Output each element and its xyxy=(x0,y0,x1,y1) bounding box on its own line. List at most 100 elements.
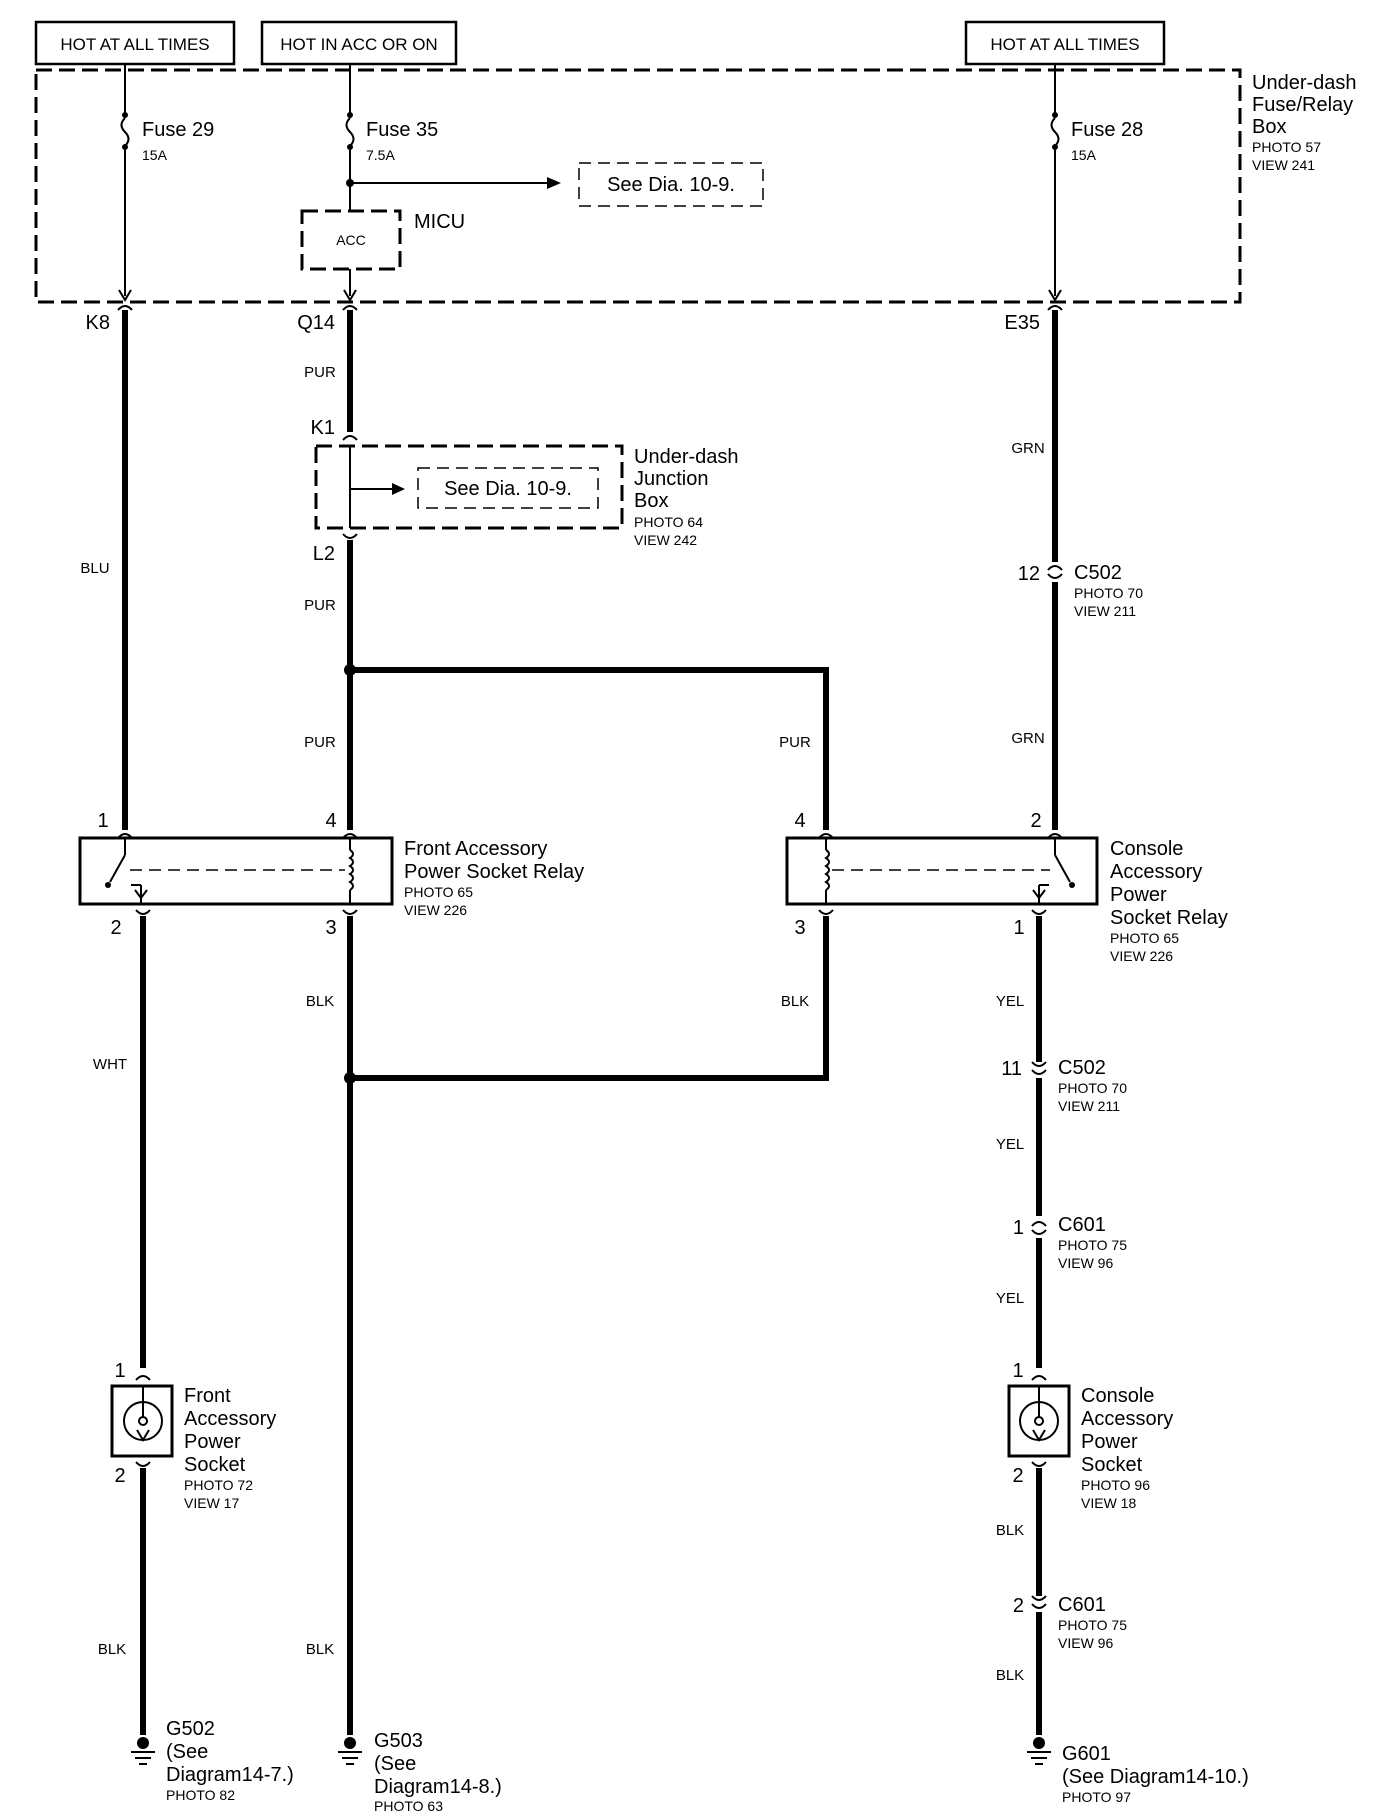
wire-label-wht: WHT xyxy=(93,1056,127,1073)
svg-text:PHOTO 96: PHOTO 96 xyxy=(1081,1477,1150,1493)
svg-text:2: 2 xyxy=(110,917,121,939)
fuse-28: Fuse 28 15A xyxy=(1048,70,1143,302)
svg-text:G601: G601 xyxy=(1062,1743,1111,1765)
svg-text:PHOTO 72: PHOTO 72 xyxy=(184,1477,253,1493)
svg-text:See Dia. 10-9.: See Dia. 10-9. xyxy=(444,478,572,500)
svg-text:PHOTO 57: PHOTO 57 xyxy=(1252,139,1321,155)
svg-text:PHOTO 63: PHOTO 63 xyxy=(374,1798,443,1814)
svg-text:Fuse 29: Fuse 29 xyxy=(142,119,214,141)
wire-label-blk-1: BLK xyxy=(306,993,334,1010)
wire-label-blk-5: BLK xyxy=(996,1522,1024,1539)
svg-text:(See: (See xyxy=(166,1741,208,1763)
terminal-k1: K1 xyxy=(311,417,335,439)
svg-text:Accessory: Accessory xyxy=(1110,861,1202,883)
wire-label-blk-6: BLK xyxy=(996,1667,1024,1684)
svg-text:(See Diagram14-10.): (See Diagram14-10.) xyxy=(1062,1766,1249,1788)
svg-text:Accessory: Accessory xyxy=(1081,1408,1173,1430)
wire-pur-branch xyxy=(350,667,829,830)
svg-text:VIEW 211: VIEW 211 xyxy=(1058,1098,1120,1114)
wire-label-blk-3: BLK xyxy=(306,1641,334,1658)
svg-text:VIEW 211: VIEW 211 xyxy=(1074,603,1136,619)
svg-text:C502: C502 xyxy=(1074,562,1122,584)
svg-text:Console: Console xyxy=(1081,1385,1154,1407)
svg-text:VIEW 18: VIEW 18 xyxy=(1081,1495,1136,1511)
svg-text:2: 2 xyxy=(1030,810,1041,832)
svg-text:PHOTO 70: PHOTO 70 xyxy=(1058,1080,1127,1096)
svg-text:PHOTO 70: PHOTO 70 xyxy=(1074,585,1143,601)
svg-text:PHOTO 64: PHOTO 64 xyxy=(634,514,703,530)
svg-text:7.5A: 7.5A xyxy=(366,147,395,163)
svg-text:MICU: MICU xyxy=(414,211,465,233)
svg-text:Fuse/Relay: Fuse/Relay xyxy=(1252,94,1353,116)
fuse-relay-box: Under-dash Fuse/Relay Box PHOTO 57 VIEW … xyxy=(34,68,1357,304)
ground-g601: G601 (See Diagram14-10.) PHOTO 97 xyxy=(1027,1737,1249,1805)
svg-text:Fuse 28: Fuse 28 xyxy=(1071,119,1143,141)
svg-text:Power: Power xyxy=(1081,1431,1138,1453)
svg-text:C601: C601 xyxy=(1058,1594,1106,1616)
svg-text:(See: (See xyxy=(374,1753,416,1775)
svg-text:PHOTO 65: PHOTO 65 xyxy=(1110,930,1179,946)
wire-blk-branch xyxy=(350,916,829,1081)
terminal-l2: L2 xyxy=(313,543,335,565)
svg-text:4: 4 xyxy=(325,810,336,832)
svg-text:3: 3 xyxy=(794,917,805,939)
header-hot-in-acc-or-on: HOT IN ACC OR ON xyxy=(260,20,458,66)
svg-text:VIEW 96: VIEW 96 xyxy=(1058,1255,1113,1271)
ground-g502: G502 (See Diagram14-7.) PHOTO 82 xyxy=(131,1718,294,1803)
svg-text:PHOTO 65: PHOTO 65 xyxy=(404,884,473,900)
svg-text:Power: Power xyxy=(1110,884,1167,906)
wire-label-blk-2: BLK xyxy=(781,993,809,1010)
svg-text:Diagram14-7.): Diagram14-7.) xyxy=(166,1764,294,1786)
svg-text:VIEW 226: VIEW 226 xyxy=(404,902,467,918)
svg-text:2: 2 xyxy=(1013,1595,1024,1617)
svg-text:VIEW 242: VIEW 242 xyxy=(634,532,697,548)
svg-text:G503: G503 xyxy=(374,1730,423,1752)
svg-text:Front: Front xyxy=(184,1385,231,1407)
svg-text:Power: Power xyxy=(184,1431,241,1453)
ground-g503: G503 (See Diagram14-8.) PHOTO 63 xyxy=(338,1730,502,1814)
svg-text:Power Socket Relay: Power Socket Relay xyxy=(404,861,584,883)
svg-text:Socket Relay: Socket Relay xyxy=(1110,907,1228,929)
svg-text:HOT AT ALL TIMES: HOT AT ALL TIMES xyxy=(990,35,1139,54)
svg-text:See Dia. 10-9.: See Dia. 10-9. xyxy=(607,174,735,196)
wire-label-pur-4: PUR xyxy=(779,734,811,751)
connector-c502-top: 12 C502 PHOTO 70 VIEW 211 xyxy=(1018,562,1143,619)
svg-text:VIEW 241: VIEW 241 xyxy=(1252,157,1315,173)
svg-text:12: 12 xyxy=(1018,563,1040,585)
connector-c601-bottom: 2 C601 PHOTO 75 VIEW 96 xyxy=(1013,1594,1127,1651)
svg-text:PHOTO 75: PHOTO 75 xyxy=(1058,1237,1127,1253)
svg-text:1: 1 xyxy=(1013,917,1024,939)
svg-text:Box: Box xyxy=(634,490,668,512)
wire-label-yel-3: YEL xyxy=(996,1290,1024,1307)
see-dia-fusebox: See Dia. 10-9. xyxy=(578,162,764,207)
svg-text:Console: Console xyxy=(1110,838,1183,860)
svg-text:HOT IN ACC OR ON: HOT IN ACC OR ON xyxy=(280,35,437,54)
svg-text:1: 1 xyxy=(97,810,108,832)
svg-text:G502: G502 xyxy=(166,1718,215,1740)
terminal-q14: Q14 xyxy=(297,312,335,334)
svg-text:C601: C601 xyxy=(1058,1214,1106,1236)
svg-text:PHOTO 75: PHOTO 75 xyxy=(1058,1617,1127,1633)
terminal-e35: E35 xyxy=(1004,312,1040,334)
svg-text:C502: C502 xyxy=(1058,1057,1106,1079)
svg-text:1: 1 xyxy=(114,1360,125,1382)
svg-text:Accessory: Accessory xyxy=(184,1408,276,1430)
wire-label-yel-1: YEL xyxy=(996,993,1024,1010)
svg-text:Front Accessory: Front Accessory xyxy=(404,838,547,860)
svg-text:2: 2 xyxy=(1012,1465,1023,1487)
wire-label-pur-2: PUR xyxy=(304,597,336,614)
fuse-35: Fuse 35 7.5A xyxy=(345,70,561,211)
terminal-k8: K8 xyxy=(86,312,110,334)
svg-text:VIEW 226: VIEW 226 xyxy=(1110,948,1173,964)
svg-text:VIEW 96: VIEW 96 xyxy=(1058,1635,1113,1651)
wire-label-grn-1: GRN xyxy=(1011,440,1044,457)
svg-text:2: 2 xyxy=(114,1465,125,1487)
front-relay: 1 4 Front Accessory Power Socket Relay P… xyxy=(78,810,584,939)
wire-label-pur-1: PUR xyxy=(304,364,336,381)
console-socket: 1 2 Console Accessory Power Socket PHOTO… xyxy=(1007,1360,1173,1511)
header-hot-at-all-times-left: HOT AT ALL TIMES xyxy=(34,20,236,66)
connector-c601-top: 1 C601 PHOTO 75 VIEW 96 xyxy=(1013,1214,1127,1271)
svg-text:VIEW 17: VIEW 17 xyxy=(184,1495,239,1511)
console-relay: 4 2 Console Accessory Power Socket Relay… xyxy=(785,810,1228,964)
